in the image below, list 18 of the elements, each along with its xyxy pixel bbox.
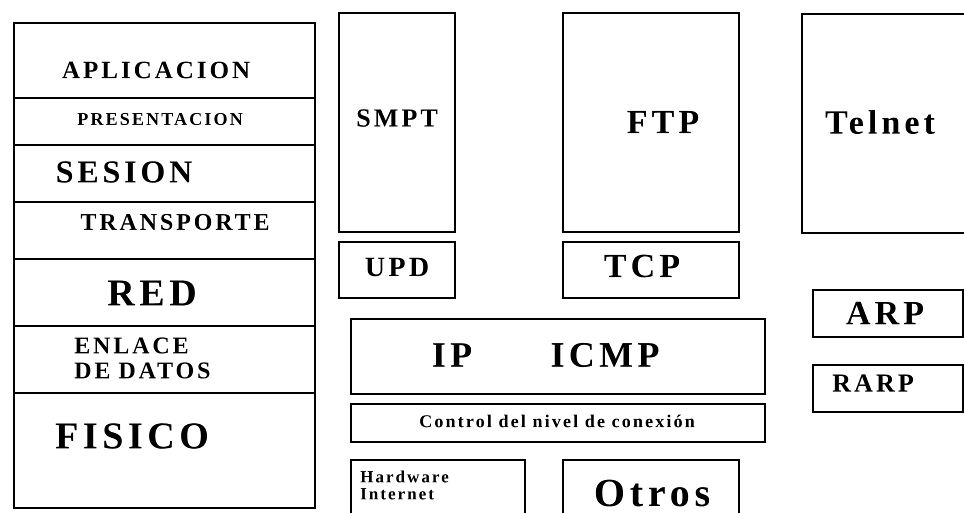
protocol-box: FTP	[562, 12, 740, 233]
protocol-box: TCP	[562, 241, 740, 299]
osi-layer-box: APLICACION	[13, 22, 316, 99]
osi-layer-box: PRESENTACION	[13, 97, 316, 146]
protocol-box: Control del nivel de conexión	[350, 403, 766, 443]
protocol-box: Telnet	[801, 13, 964, 234]
osi-layer-box: ENLACE DE DATOS	[13, 325, 316, 394]
osi-layer-box: SESION	[13, 144, 316, 203]
protocol-box: IP ICMP	[350, 318, 766, 395]
protocol-box: RARP	[812, 364, 964, 413]
protocol-box: Otros	[562, 459, 740, 513]
osi-layer-box: FISICO	[13, 392, 316, 509]
protocol-box: ARP	[812, 289, 964, 338]
protocol-box: SMPT	[338, 12, 456, 233]
protocol-box: UPD	[338, 241, 456, 299]
protocol-box: Hardware Internet	[350, 459, 526, 513]
osi-layer-box: TRANSPORTE	[13, 201, 316, 260]
osi-layer-box: RED	[13, 258, 316, 327]
